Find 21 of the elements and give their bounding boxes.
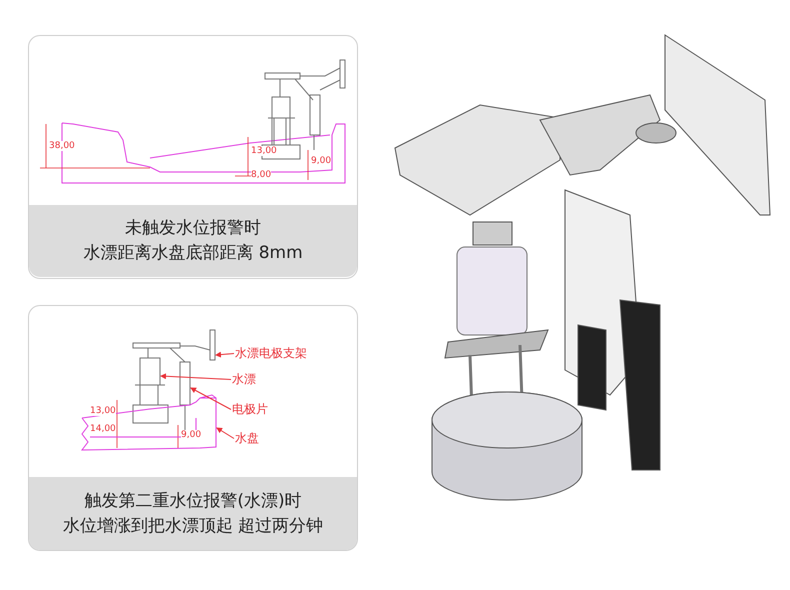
dimension-value: 13,00 — [251, 146, 277, 156]
leader-line — [216, 427, 234, 439]
part-label: 电极片 — [232, 401, 268, 418]
part-label: 水漂电极支架 — [235, 345, 307, 362]
water-tray — [80, 394, 216, 451]
dimension-value: 13,00 — [90, 406, 116, 416]
dimension-value: 38,00 — [49, 141, 75, 151]
dimension-value: 9,00 — [181, 430, 202, 440]
caption-band: 触发第二重水位报警(水漂)时水位增涨到把水漂顶起 超过两分钟 — [29, 477, 357, 550]
float — [140, 358, 160, 386]
dimension-value: 8,00 — [251, 170, 272, 180]
dimension-value: 14,00 — [90, 424, 116, 434]
electrode-plate — [180, 362, 190, 406]
mounting-bracket — [210, 330, 216, 360]
caption-band: 未触发水位报警时水漂距离水盘底部距离 8mm — [29, 205, 357, 277]
leader-line — [160, 373, 232, 380]
leader-line — [190, 388, 232, 410]
leader-line — [215, 352, 234, 358]
dimension-value: 9,00 — [311, 156, 332, 166]
part-label: 水漂 — [232, 371, 256, 388]
part-label: 水盘 — [235, 430, 259, 447]
